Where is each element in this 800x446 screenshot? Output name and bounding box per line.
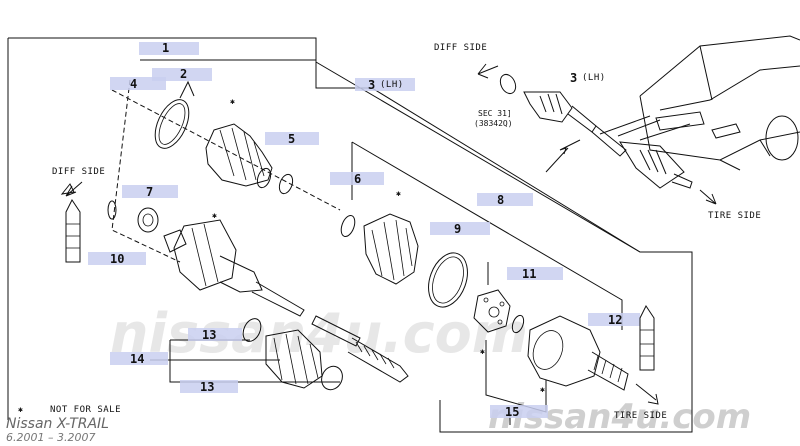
part-number-6: 6 bbox=[354, 172, 361, 186]
leader-3-join bbox=[315, 62, 372, 89]
part-1-boot: ✱ bbox=[205, 97, 273, 189]
part-2-clip bbox=[179, 80, 195, 99]
chip-5 bbox=[265, 132, 319, 145]
svg-text:✱: ✱ bbox=[480, 347, 485, 356]
frame-dash-left bbox=[111, 79, 181, 263]
legend-symbol: ✱ bbox=[18, 405, 23, 414]
part-4-band bbox=[154, 99, 190, 149]
inset-driveshaft bbox=[499, 73, 693, 189]
diff-side-label: DIFF SIDE bbox=[52, 167, 105, 177]
part-13-clamp-a bbox=[242, 318, 262, 342]
chip-1 bbox=[139, 42, 199, 55]
sec-ref-line2: (38342Q) bbox=[474, 119, 513, 128]
part-number-8: 8 bbox=[497, 193, 504, 207]
inset-diff-arrow bbox=[477, 63, 499, 79]
chip-7 bbox=[122, 185, 178, 198]
tire-side-label: TIRE SIDE bbox=[614, 411, 667, 421]
tire-side-arrow-head bbox=[647, 393, 659, 405]
chip-15 bbox=[490, 405, 548, 418]
inner-race-cage bbox=[473, 289, 511, 333]
part-number-15: 15 bbox=[505, 405, 519, 419]
footer-date-range: 6.2001 – 3.2007 bbox=[6, 431, 95, 444]
watermark-large: nissan4u.com bbox=[110, 302, 528, 365]
inset-tire-side-label: TIRE SIDE bbox=[708, 211, 761, 221]
part-number-5: 5 bbox=[288, 132, 295, 146]
part-9-band bbox=[428, 252, 468, 308]
part-number-10: 10 bbox=[110, 252, 124, 266]
bracket-15 bbox=[485, 340, 547, 413]
part-number-9: 9 bbox=[454, 222, 461, 236]
part-number-13b: 13 bbox=[200, 380, 214, 394]
inset-vehicle bbox=[599, 35, 800, 171]
frame-outline bbox=[8, 37, 693, 433]
chip-4 bbox=[110, 77, 166, 90]
part-number-3: 3 bbox=[368, 78, 375, 92]
inset-part-number-3: 3 bbox=[570, 71, 577, 85]
diff-side-arrow bbox=[65, 181, 83, 197]
part-number-1: 1 bbox=[162, 41, 169, 55]
tire-side-arrow bbox=[635, 383, 657, 401]
drive-shaft-bar bbox=[311, 315, 409, 383]
chip-13a bbox=[188, 328, 242, 341]
svg-text:✱: ✱ bbox=[540, 385, 545, 394]
chip-8 bbox=[477, 193, 533, 206]
sec-ref-line1: SEC 31] bbox=[478, 109, 512, 118]
part-number-4: 4 bbox=[130, 77, 137, 91]
chip-2 bbox=[152, 68, 212, 81]
part-5-clamp bbox=[278, 173, 294, 195]
chip-13b bbox=[180, 380, 238, 393]
part-number-12: 12 bbox=[608, 313, 622, 327]
inset-diff-side-label: DIFF SIDE bbox=[434, 43, 487, 53]
part-number-13a: 13 bbox=[202, 328, 216, 342]
lh-tag: (LH) bbox=[380, 80, 404, 90]
part-11-circlip bbox=[511, 314, 525, 334]
part-10-ring bbox=[107, 200, 117, 220]
part-number-14: 14 bbox=[130, 352, 144, 366]
svg-text:✱: ✱ bbox=[230, 97, 235, 106]
inset-lh-tag: (LH) bbox=[582, 73, 606, 83]
part-12-grease-tube bbox=[639, 305, 655, 371]
leader-3 bbox=[371, 87, 641, 253]
chip-11 bbox=[507, 267, 563, 280]
inner-joint-housing: ✱ bbox=[163, 211, 305, 317]
chip-9 bbox=[430, 222, 490, 235]
diff-side-arrow-head bbox=[60, 183, 75, 195]
inset-tire-arrow bbox=[699, 189, 717, 205]
grease-tube-left bbox=[65, 199, 81, 263]
svg-text:✱: ✱ bbox=[396, 189, 401, 198]
part-14-boot bbox=[265, 329, 323, 389]
part-6-clamp bbox=[340, 214, 356, 238]
part-number-2: 2 bbox=[180, 67, 187, 81]
part-8-boot: ✱ bbox=[363, 189, 419, 285]
chip-3 bbox=[355, 78, 415, 91]
part-7-washer bbox=[137, 207, 159, 233]
chip-6 bbox=[330, 172, 384, 185]
chip-12 bbox=[588, 313, 640, 326]
part-number-7: 7 bbox=[146, 185, 153, 199]
chip-10 bbox=[88, 252, 146, 265]
legend-not-for-sale: NOT FOR SALE bbox=[50, 405, 121, 415]
footer-model: Nissan X-TRAIL bbox=[6, 416, 109, 432]
part-13-clamp-b bbox=[321, 365, 343, 391]
svg-text:✱: ✱ bbox=[212, 211, 217, 220]
part-number-11: 11 bbox=[522, 267, 536, 281]
chip-14 bbox=[110, 352, 168, 365]
outer-joint-housing: ✱ ✱ bbox=[480, 315, 629, 394]
